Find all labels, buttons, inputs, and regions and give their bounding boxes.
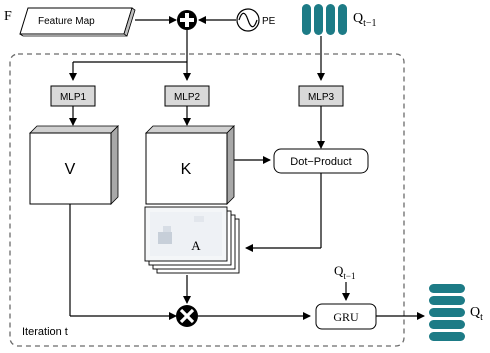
mlp3-label: MLP3 — [308, 92, 335, 103]
feature-map-label: Feature Map — [38, 16, 95, 27]
sine-wave-icon — [236, 8, 260, 32]
gru-label: GRU — [333, 310, 359, 324]
circle-x-icon — [176, 305, 198, 327]
mlp2-label: MLP2 — [174, 92, 201, 103]
k-block — [145, 125, 235, 205]
attention-map-stack — [144, 206, 240, 274]
query-tokens-top — [302, 4, 347, 35]
iteration-border — [9, 53, 405, 347]
dot-product-label: Dot−Product — [290, 156, 351, 168]
a-label: A — [191, 238, 201, 253]
f-label: F — [4, 9, 12, 24]
iteration-label: Iteration t — [22, 326, 68, 338]
v-label: V — [65, 161, 76, 178]
k-label: K — [181, 161, 192, 178]
q-out-label: Qt — [470, 305, 483, 323]
v-block — [29, 125, 119, 205]
circle-plus-icon — [177, 10, 197, 30]
pe-label: PE — [262, 16, 276, 27]
mlp1-label: MLP1 — [60, 92, 87, 103]
q-prev-label: Qt−1 — [353, 11, 377, 29]
query-tokens-output — [429, 284, 465, 341]
gru-q-prev-label: Qt−1 — [334, 263, 355, 281]
